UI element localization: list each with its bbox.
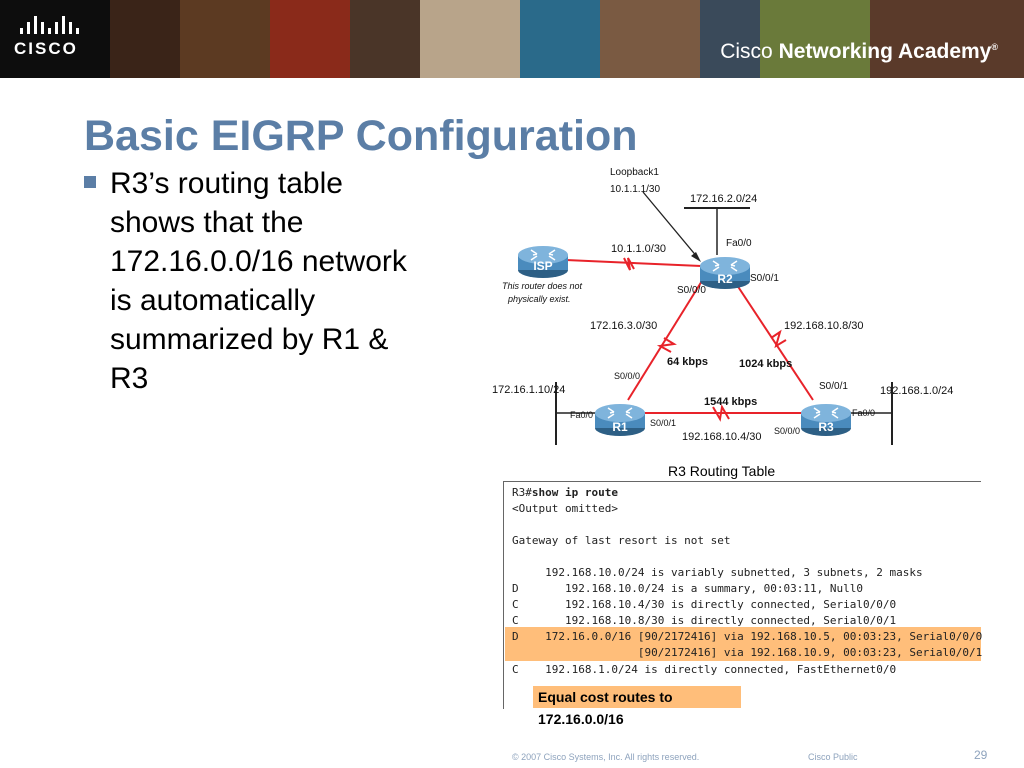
output-line: D 192.168.10.0/24 is a summary, 00:03:11… (512, 582, 863, 595)
r1-fa-label: Fa0/0 (570, 410, 593, 420)
r1-r3-bandwidth-label: 1544 kbps (704, 396, 757, 408)
isp-note-line1: This router does not (502, 281, 583, 291)
bullet-line: R3’s routing table (110, 167, 343, 200)
loopback-address-label: 10.1.1.1/30 (610, 184, 660, 195)
bullet-text: R3’s routing table shows that the 172.16… (110, 164, 450, 398)
router-r2-label: R2 (717, 272, 733, 286)
router-isp-label: ISP (533, 259, 552, 273)
r3-s001-label: S0/0/1 (819, 381, 848, 392)
router-r3-label: R3 (818, 420, 834, 434)
serial-zigzag-icon (656, 337, 677, 353)
r2-fa-label: Fa0/0 (726, 238, 752, 249)
bullet-line: is automatically (110, 284, 316, 317)
trademark-symbol: ® (991, 42, 998, 52)
cli-prompt: R3# (512, 486, 532, 499)
banner-photo (760, 0, 870, 78)
bullet-line: shows that the (110, 206, 304, 239)
banner-photo (420, 0, 520, 78)
banner-photo (180, 0, 270, 78)
serial-zigzag-icon (712, 404, 730, 422)
output-line: Gateway of last resort is not set (512, 534, 731, 547)
r1-lan-label: 172.16.1.10/24 (492, 384, 565, 396)
cisco-bars-icon (20, 14, 104, 34)
router-isp-top (518, 246, 568, 264)
router-r3: R3 (801, 404, 851, 436)
r1-r2-link (627, 275, 706, 401)
banner-photo (700, 0, 760, 78)
slide-title: Basic EIGRP Configuration (84, 112, 638, 160)
academy-brand-part1: Cisco (720, 40, 773, 63)
header-banner: CISCO Cisco Networking Academy® (0, 0, 1024, 78)
router-r1-top (595, 404, 645, 422)
r3-fa-label: Fa0/0 (852, 408, 875, 418)
banner-photo (870, 0, 1024, 78)
r1-r2-network-label: 172.16.3.0/30 (590, 320, 657, 332)
bullet-line: 172.16.0.0/16 network (110, 245, 407, 278)
banner-photo (520, 0, 600, 78)
output-line: 192.168.10.0/24 is variably subnetted, 3… (512, 566, 923, 579)
router-r1: R1 (595, 404, 645, 436)
r2-r3-bandwidth-label: 1024 kbps (739, 358, 792, 370)
output-line: [90/2172416] via 192.168.10.9, 00:03:23,… (512, 646, 983, 659)
loopback-name-label: Loopback1 (610, 167, 659, 178)
network-topology: ISP R2 R1 R3 Loopback1 10.1.1.1/30 172.1… (492, 167, 953, 445)
isp-note-line2: physically exist. (507, 294, 571, 304)
r1-r2-bandwidth-label: 64 kbps (667, 356, 708, 368)
banner-photo (270, 0, 350, 78)
footer-copyright: © 2007 Cisco Systems, Inc. All rights re… (512, 752, 700, 762)
cli-command: show ip route (531, 486, 618, 499)
router-r3-top (801, 404, 851, 422)
r3-lan-label: 192.168.1.0/24 (880, 385, 953, 397)
arrowhead-icon (691, 252, 701, 262)
bullet-line: R3 (110, 362, 149, 395)
r1-s000-label: S0/0/0 (614, 371, 640, 381)
equal-cost-note: Equal cost routes to 172.16.0.0/16 (533, 686, 741, 727)
academy-brand-part2: Networking Academy (778, 40, 992, 63)
serial-zigzag-icon (623, 257, 635, 271)
banner-photo (350, 0, 420, 78)
router-r2: R2 (700, 257, 750, 289)
router-arrows-icon (530, 249, 556, 261)
router-r1-label: R1 (612, 420, 628, 434)
routing-table-title: R3 Routing Table (668, 463, 776, 479)
r1-r3-network-label: 192.168.10.4/30 (682, 431, 762, 443)
academy-brand: Cisco Networking Academy® (720, 40, 998, 64)
output-line: C 192.168.1.0/24 is directly connected, … (512, 663, 897, 676)
isp-r2-link (565, 259, 702, 267)
footer-classification: Cisco Public (808, 752, 858, 762)
banner-photo (600, 0, 700, 78)
output-line: C 192.168.10.4/30 is directly connected,… (512, 598, 897, 611)
banner-photo (110, 0, 180, 78)
r2-s001-label: S0/0/1 (750, 273, 779, 284)
isp-link-label: 10.1.1.0/30 (611, 243, 666, 255)
r1-s001-label: S0/0/1 (650, 418, 676, 428)
router-arrows-icon (813, 407, 839, 419)
output-line: D 172.16.0.0/16 [90/2172416] via 192.168… (512, 630, 983, 643)
router-arrows-icon (712, 260, 738, 272)
r3-s000-label: S0/0/0 (774, 426, 800, 436)
router-arrows-icon (607, 407, 633, 419)
output-line: <Output omitted> (512, 502, 618, 515)
serial-zigzag-icon (770, 329, 787, 349)
command-line: R3#show ip route (512, 485, 618, 501)
routing-table-output: R3#show ip route <Output omitted> Gatewa… (503, 481, 983, 709)
cisco-wordmark: CISCO (14, 39, 78, 58)
router-r2-top (700, 257, 750, 275)
loopback-arrow (642, 191, 699, 259)
r2-s000-label: S0/0/0 (677, 285, 706, 296)
bullet-marker-icon (84, 176, 96, 188)
highlighted-routes (505, 627, 981, 661)
r2-r3-network-label: 192.168.10.8/30 (784, 320, 864, 332)
page-number: 29 (974, 748, 988, 762)
router-isp: ISP (518, 246, 568, 278)
cisco-logo: CISCO (14, 14, 104, 64)
output-line: C 192.168.10.8/30 is directly connected,… (512, 614, 897, 627)
r2-lan-label: 172.16.2.0/24 (690, 193, 757, 205)
bullet-line: summarized by R1 & (110, 323, 389, 356)
